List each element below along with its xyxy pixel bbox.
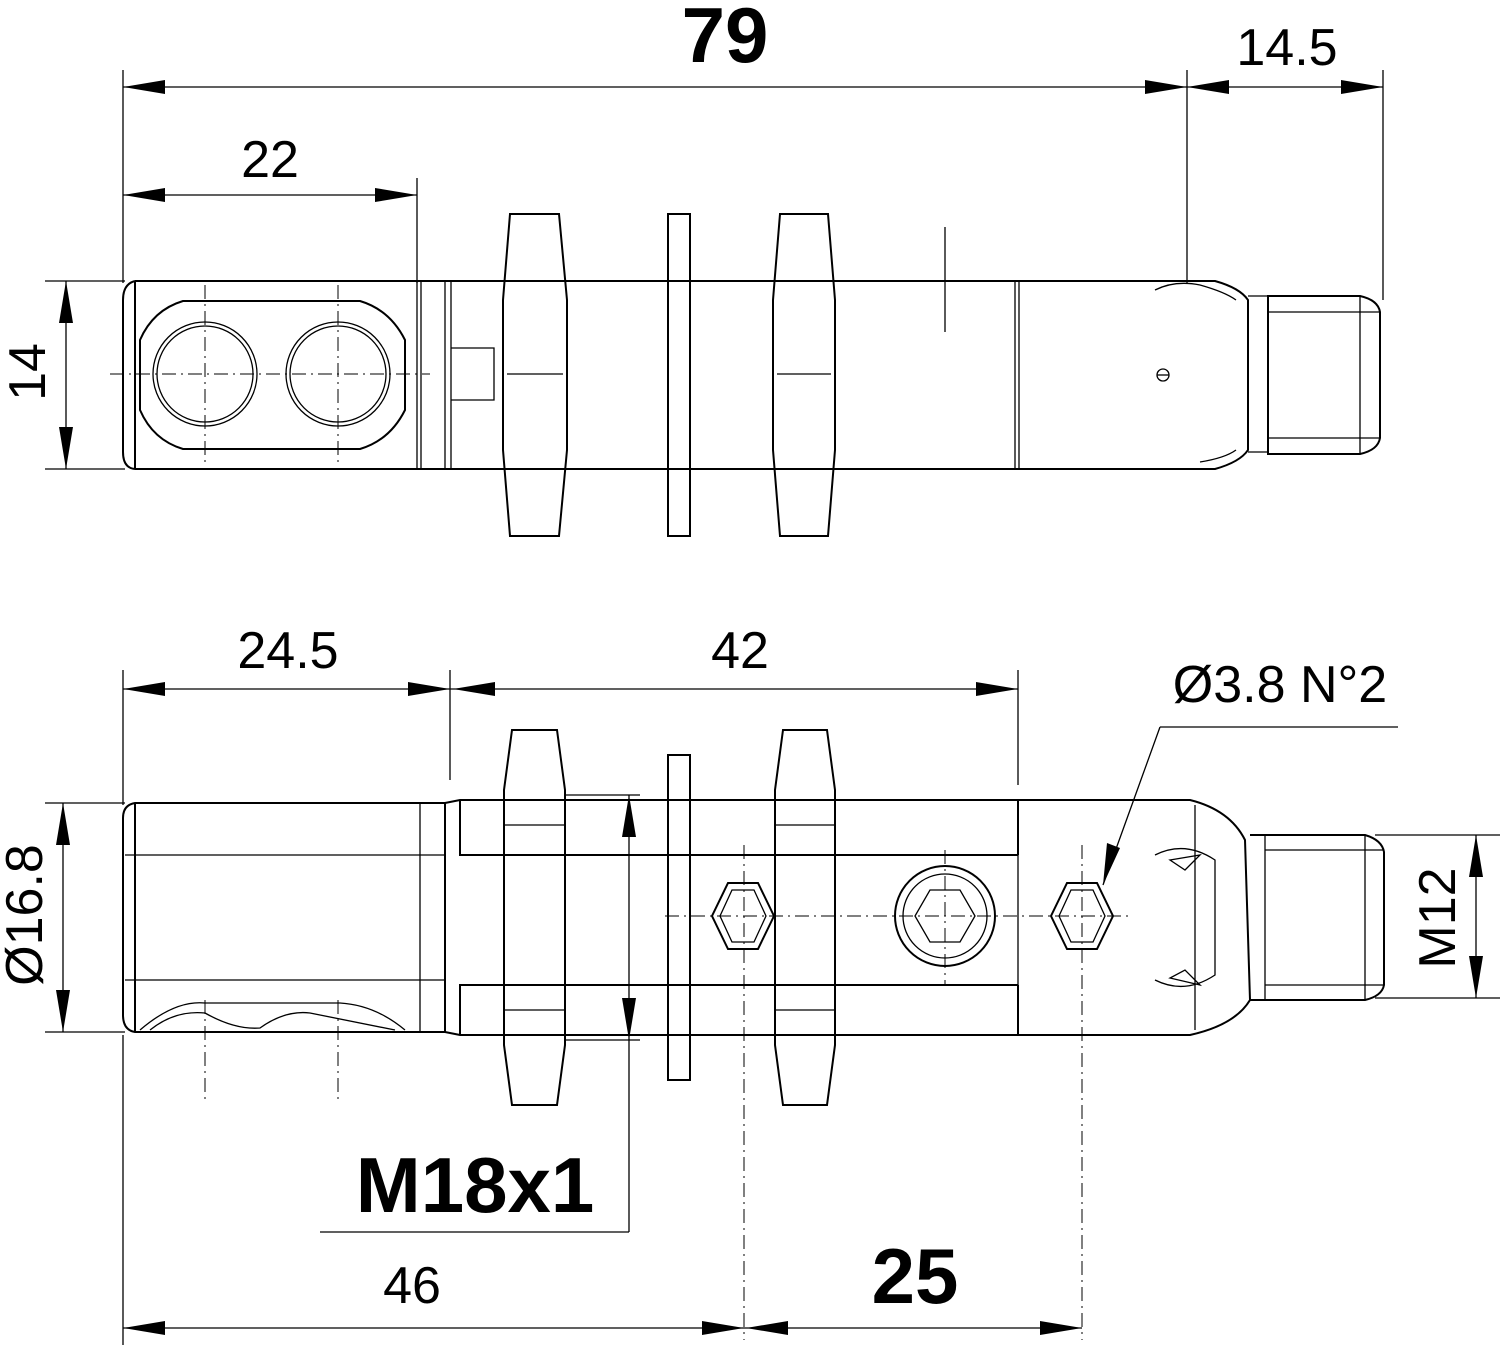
dim-diameter: Ø16.8: [0, 803, 70, 1032]
height-top-label: 14: [0, 343, 57, 401]
extension-lines-side: [45, 670, 1500, 1345]
dim-hole-spacing: 25: [744, 1232, 1082, 1335]
side-view: 24.5 42 Ø3.8 N°2 Ø16.8 M12: [0, 622, 1500, 1345]
thread-length-label: 42: [711, 622, 769, 680]
overall-length-label: 79: [682, 0, 769, 79]
diameter-label: Ø16.8: [0, 844, 54, 986]
top-view: 79 14.5 22 14: [0, 0, 1384, 537]
sensor-body-side: [122, 729, 1385, 1340]
hole-position-label: 46: [383, 1257, 441, 1315]
dim-height-top: 14: [0, 281, 73, 469]
dim-connector: M12: [1409, 835, 1483, 998]
sensor-body-top: [110, 213, 1381, 537]
hole-spacing-label: 25: [872, 1232, 959, 1320]
dim-front-to-thread: 24.5: [123, 622, 450, 696]
dim-thread: M18x1: [320, 795, 636, 1233]
connector-label: M12: [1409, 867, 1467, 968]
extension-lines-top: [45, 70, 1384, 470]
dim-hole-position: 46: [123, 1257, 744, 1335]
front-to-thread-label: 24.5: [237, 622, 338, 680]
thread-label: M18x1: [356, 1141, 595, 1229]
dim-holes: Ø3.8 N°2: [1102, 656, 1398, 886]
holes-label: Ø3.8 N°2: [1173, 656, 1387, 714]
dim-overall-length: 79: [123, 0, 1187, 94]
connector-length-label: 14.5: [1236, 19, 1337, 77]
dim-thread-length: 42: [450, 622, 1018, 696]
dim-lens-width: 22: [123, 131, 417, 202]
lens-width-label: 22: [241, 131, 299, 189]
dim-connector-length: 14.5: [1187, 19, 1383, 94]
